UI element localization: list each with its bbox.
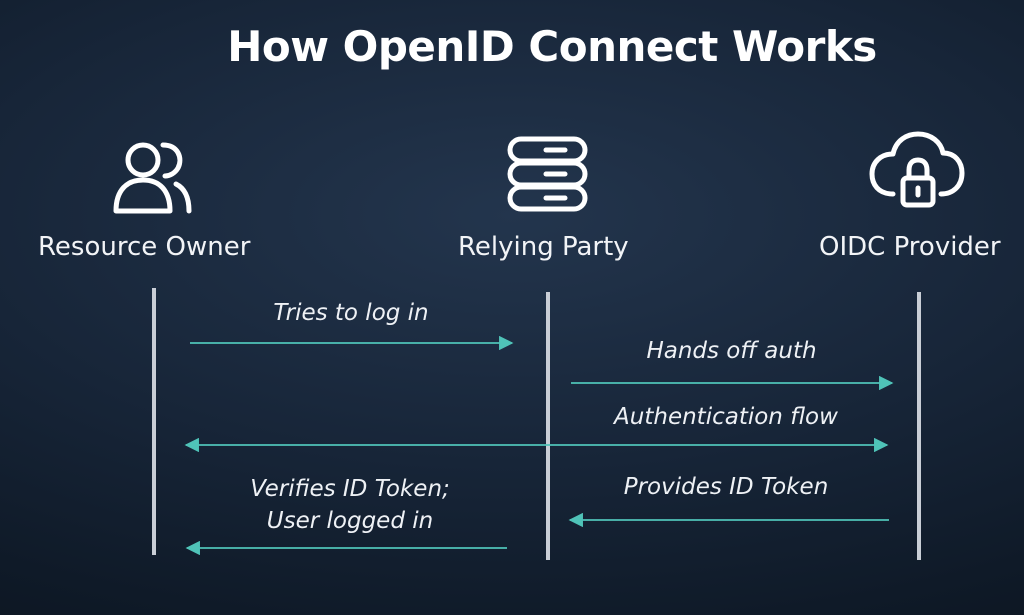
actor-label-resource-owner: Resource Owner: [38, 232, 251, 262]
message-label-verifies-line2: User logged in: [266, 508, 434, 534]
message-label-verifies-id-token: Verifies ID Token; User logged in: [190, 473, 510, 537]
users-icon: [113, 142, 192, 214]
cloud-lock-icon: [869, 131, 965, 208]
diagram-title: How OpenID Connect Works: [227, 22, 877, 71]
actor-label-oidc-provider: OIDC Provider: [819, 232, 1001, 262]
message-label-authentication-flow: Authentication flow: [614, 404, 838, 430]
message-label-provides-id-token: Provides ID Token: [623, 474, 829, 500]
server-icon: [507, 136, 588, 212]
message-label-tries-to-log-in: Tries to log in: [273, 300, 429, 326]
actor-label-relying-party: Relying Party: [458, 232, 629, 262]
message-label-verifies-line1: Verifies ID Token;: [250, 476, 450, 502]
message-label-hands-off-auth: Hands off auth: [646, 338, 817, 364]
